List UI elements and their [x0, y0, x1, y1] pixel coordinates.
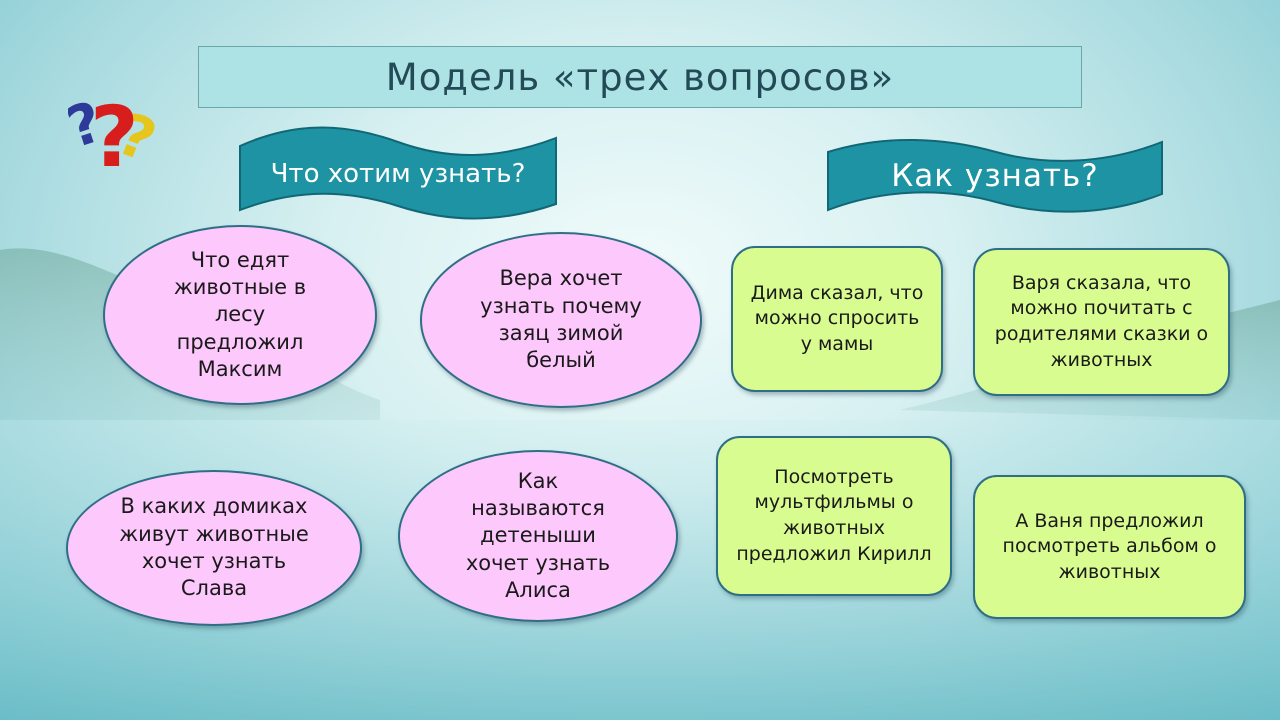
- answer-box: Дима сказал, что можно спросить у мамы: [731, 246, 943, 392]
- question-text: Что едят животные в лесу предложил Макси…: [173, 247, 307, 381]
- svg-text:?: ?: [90, 88, 139, 182]
- answer-text: Посмотреть мультфильмы о животных предло…: [736, 465, 932, 565]
- question-ellipse: Как называются детеныши хочет узнать Али…: [398, 450, 678, 622]
- page-title: Модель «трех вопросов»: [198, 46, 1082, 108]
- banner-how-to-know: Как узнать?: [826, 138, 1164, 214]
- answer-box: Варя сказала, что можно почитать с родит…: [973, 248, 1230, 396]
- answer-text: Дима сказал, что можно спросить у мамы: [750, 281, 924, 355]
- question-ellipse: Вера хочет узнать почему заяц зимой белы…: [420, 232, 702, 408]
- banner-what-to-know-label: Что хотим узнать?: [270, 158, 526, 189]
- question-ellipse: Что едят животные в лесу предложил Макси…: [103, 225, 377, 405]
- question-text: В каких домиках живут животные хочет узн…: [119, 494, 309, 601]
- banner-what-to-know: Что хотим узнать?: [238, 124, 558, 220]
- answer-box: А Ваня предложил посмотреть альбом о жив…: [973, 475, 1246, 619]
- banner-how-to-know-label: Как узнать?: [891, 157, 1099, 194]
- question-ellipse: В каких домиках живут животные хочет узн…: [66, 470, 362, 626]
- answer-box: Посмотреть мультфильмы о животных предло…: [716, 436, 952, 596]
- question-marks-icon: ? ? ?: [59, 78, 168, 186]
- answer-text: А Ваня предложил посмотреть альбом о жив…: [1002, 509, 1217, 583]
- question-text: Как называются детеныши хочет узнать Али…: [465, 468, 611, 602]
- question-text: Вера хочет узнать почему заяц зимой белы…: [480, 266, 642, 373]
- answer-text: Варя сказала, что можно почитать с родит…: [994, 271, 1209, 371]
